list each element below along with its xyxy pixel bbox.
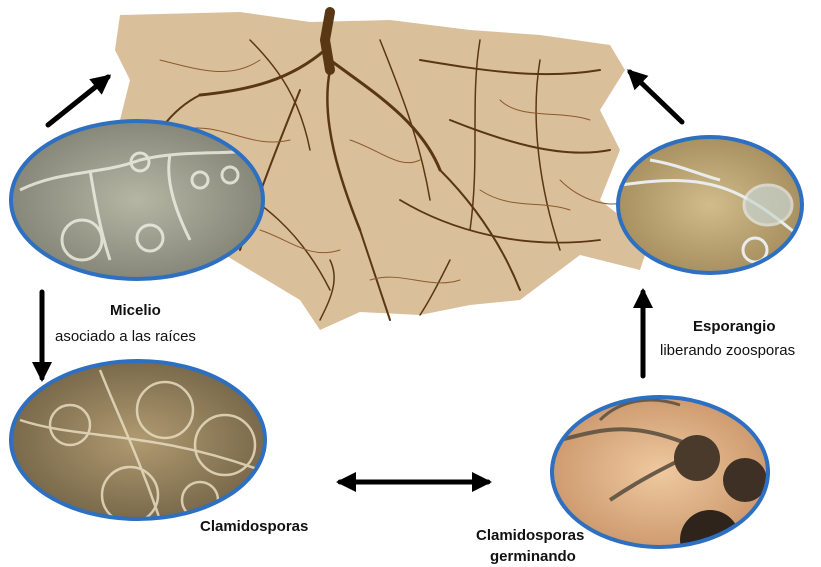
germinando-title-line1: Clamidosporas bbox=[476, 527, 584, 545]
arrow-micelio-to-root bbox=[48, 77, 108, 125]
esporangio-micrograph bbox=[618, 137, 805, 273]
germinando-micrograph bbox=[552, 397, 768, 567]
micelio-micrograph bbox=[11, 121, 263, 279]
esporangio-subtitle: liberando zoosporas bbox=[660, 342, 795, 360]
micelio-title: Micelio bbox=[110, 302, 161, 320]
germinando-title-line2: germinando bbox=[490, 548, 576, 566]
clamidosporas-title: Clamidosporas bbox=[200, 518, 308, 536]
micelio-subtitle: asociado a las raíces bbox=[55, 328, 196, 346]
clamidosporas-micrograph bbox=[11, 361, 265, 523]
arrow-esporangio-to-root bbox=[630, 72, 682, 122]
esporangio-title: Esporangio bbox=[693, 318, 776, 336]
